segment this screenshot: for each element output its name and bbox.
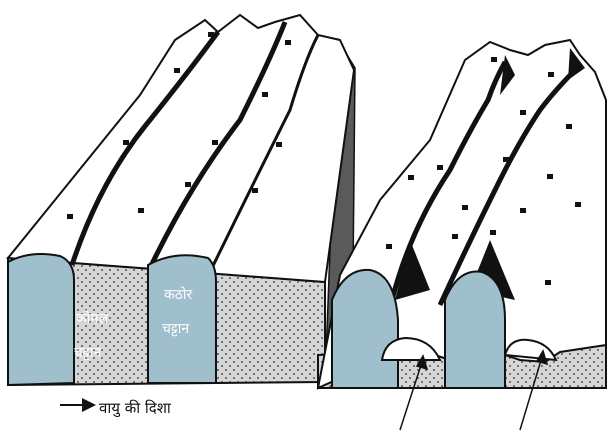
wind-direction-label: वायु की दिशा — [99, 399, 171, 417]
eroded-shadow-1 — [395, 240, 430, 300]
soft-rock-label-line1: कोमल — [76, 311, 109, 327]
hard-rock-band-left — [7, 253, 75, 387]
pointer-line-2 — [519, 356, 543, 431]
hard-rock-band-right — [147, 254, 217, 384]
right-rock-flecks — [386, 57, 581, 285]
rock-flecks — [67, 32, 291, 219]
wind-hollow-1 — [380, 336, 442, 361]
hard-rock-label-line1: कठोर — [164, 287, 193, 303]
right-hard-rock-band-left — [331, 268, 399, 389]
right-arrow-icon — [60, 398, 96, 412]
eroded-shadow-3 — [500, 55, 515, 95]
soft-rock-label-line2: चट्टान — [74, 345, 102, 361]
right-block — [316, 38, 607, 431]
ridge-crest-1 — [69, 30, 221, 266]
left-block-top-surface — [6, 13, 356, 284]
pointer-arrows — [399, 349, 549, 431]
pointer-line-1 — [399, 361, 423, 431]
ridge-crest-3 — [208, 34, 320, 273]
eroded-crest-2 — [437, 63, 582, 307]
left-block — [6, 13, 356, 387]
eroded-shadow-4 — [568, 48, 585, 80]
pointer-arrowhead-1 — [415, 354, 429, 371]
hard-rock-label-line2: चट्टान — [162, 321, 190, 337]
ridge-crest-2 — [147, 21, 288, 270]
right-hard-rock-band-right — [444, 270, 506, 389]
pointer-arrowhead-2 — [535, 349, 549, 366]
